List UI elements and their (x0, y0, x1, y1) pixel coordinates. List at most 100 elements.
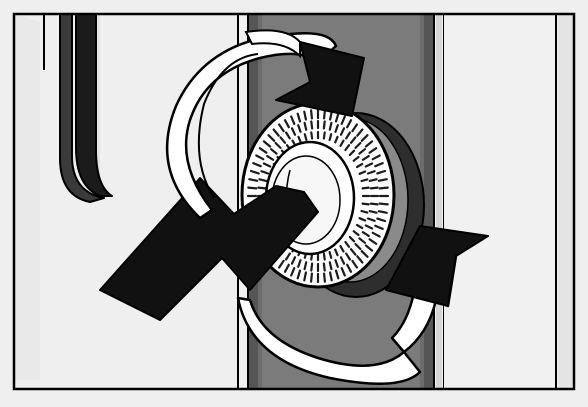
knurl-tooth (360, 134, 369, 142)
knurl-tooth (296, 269, 302, 280)
knurl-tooth (258, 178, 268, 182)
knurl-tooth (310, 262, 314, 272)
knurl-tooth (349, 248, 357, 256)
knurl-tooth (266, 155, 275, 161)
knurl-tooth (345, 252, 351, 261)
knurl-tooth (310, 109, 313, 120)
knurl-tooth (354, 243, 362, 251)
knurl-tooth (257, 186, 267, 190)
knurl-tooth (290, 267, 296, 277)
knurl-tooth (283, 263, 290, 273)
knurl-tooth (352, 155, 360, 162)
rotate-clockwise-arrow-upper (165, 29, 365, 220)
knurl-tooth (270, 148, 278, 155)
knurl-tooth (351, 123, 358, 133)
knurl-tooth (303, 121, 308, 131)
knurl-tooth (339, 127, 346, 136)
knurl-tooth (364, 140, 374, 148)
knurl-tooth (274, 141, 282, 149)
knurl-tooth (278, 123, 285, 133)
knurl-tooth (361, 231, 370, 237)
knurl-tooth (297, 124, 302, 133)
knurl-tooth (364, 224, 374, 230)
knurl-tooth (334, 259, 339, 268)
knurl-tooth (303, 271, 307, 282)
knurl-tooth (368, 210, 378, 214)
knurl-tooth (328, 121, 333, 131)
knurl-tooth (267, 134, 276, 142)
knurl-tooth (340, 115, 346, 126)
knurl-tooth (369, 202, 379, 206)
knurl-tooth (358, 148, 366, 155)
knurl-tooth (297, 259, 302, 268)
knurl-tooth (344, 240, 351, 248)
knurl-tooth (278, 259, 285, 269)
knurl-tooth (374, 224, 384, 230)
knurl-tooth (360, 178, 369, 183)
knurl-tooth (290, 115, 296, 126)
knurl-tooth (303, 133, 308, 142)
knurl-tooth (355, 223, 364, 230)
knurl-tooth (279, 136, 287, 144)
knurl-tooth (355, 162, 364, 169)
knurl-tooth (361, 202, 370, 206)
knurl-tooth (297, 135, 302, 144)
knurl-tooth (334, 112, 340, 123)
knurl-tooth (272, 128, 280, 137)
knurl-tooth (322, 120, 326, 130)
knurl-tooth (356, 255, 364, 264)
knurl-tooth (290, 256, 297, 265)
knurl-tooth (364, 162, 374, 168)
knurl-tooth (248, 178, 259, 182)
knurl-tooth (378, 186, 389, 190)
knurl-tooth (262, 140, 272, 148)
push-arrow-icon (99, 177, 319, 321)
knurl-tooth (334, 124, 339, 133)
knurl-tooth (377, 178, 388, 182)
knurl-tooth (377, 210, 388, 214)
knurl-tooth (247, 186, 258, 190)
knurl-tooth (262, 162, 272, 168)
knurl-tooth (260, 170, 270, 175)
knurl-tooth (348, 149, 356, 157)
knurl-tooth (258, 147, 268, 154)
knurl-tooth (366, 217, 376, 222)
knurl-tooth (323, 109, 326, 120)
knurl-tooth (328, 261, 333, 271)
knurl-tooth (368, 178, 378, 182)
knurl-tooth (366, 170, 376, 175)
knurl-tooth (346, 119, 353, 129)
knurl-tooth (323, 272, 326, 283)
knurl-tooth (361, 186, 370, 190)
knurl-tooth (303, 110, 307, 121)
outer-frame (12, 12, 576, 391)
knurl-tooth (310, 120, 314, 130)
knurl-tooth (334, 248, 339, 257)
knurl-tooth (371, 231, 381, 238)
knurl-tooth (360, 209, 369, 214)
knurl-tooth (348, 235, 356, 243)
knurl-tooth (255, 154, 265, 161)
knurl-tooth (354, 141, 362, 149)
knurl-tooth (378, 202, 389, 206)
knurl-tooth (303, 261, 308, 271)
knurl-tooth (368, 147, 378, 154)
knurl-tooth (252, 162, 262, 168)
knurl-tooth (376, 217, 387, 223)
knurl-tooth (322, 262, 326, 272)
knurl-tooth (364, 244, 374, 252)
knurl-tooth (290, 127, 297, 136)
knurl-tooth (334, 269, 340, 280)
knurl-tooth (339, 245, 345, 253)
knurl-tooth (329, 271, 333, 282)
knurl-tooth (322, 252, 326, 261)
knurl-tooth (346, 263, 353, 273)
rotate-clockwise-arrow-icon (236, 225, 489, 386)
knurl-tooth (349, 136, 357, 144)
knurl-tooth (360, 250, 369, 258)
knurl-tooth (345, 131, 351, 140)
knurl-tooth (249, 169, 260, 175)
knurl-tooth (328, 133, 333, 142)
knurl-tooth (369, 186, 379, 190)
knurl-tooth (376, 169, 387, 175)
